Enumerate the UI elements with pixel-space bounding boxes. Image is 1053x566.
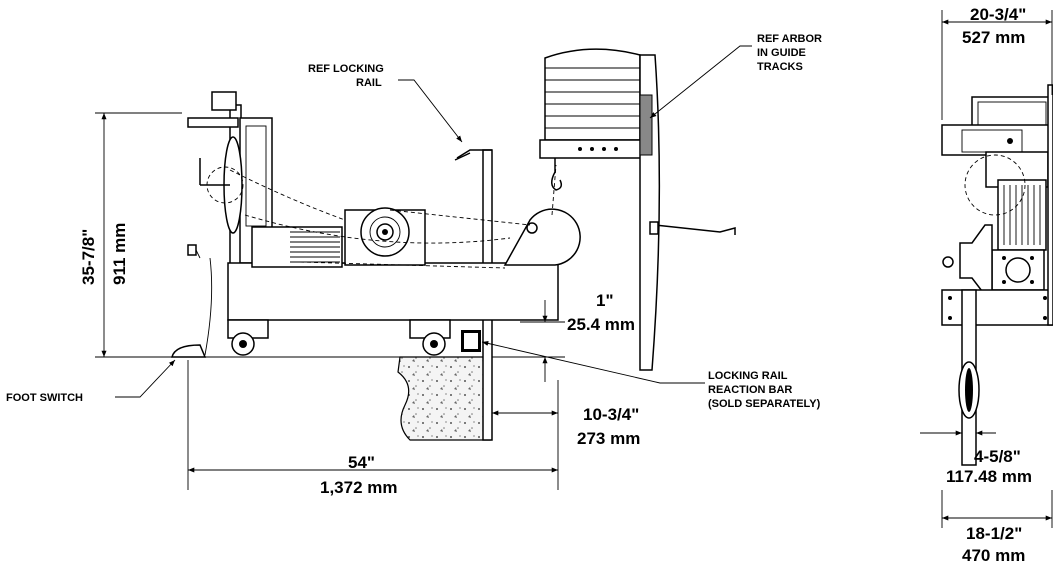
arbor: [539, 48, 653, 191]
side-width-top-metric-label: 527 mm: [962, 28, 1025, 47]
side-width-bottom-metric-label: 470 mm: [962, 546, 1025, 565]
base-platform: [227, 262, 559, 321]
callout-foot-switch: FOOT SWITCH: [6, 344, 207, 404]
length-metric-label: 1,372 mm: [320, 478, 398, 497]
concrete-floor-section: [397, 356, 491, 441]
dimension-gap: 1" 25.4 mm: [520, 291, 635, 382]
cable-drum: [503, 208, 581, 266]
foot-switch-pedal: [171, 344, 207, 358]
gap-imperial-label: 1": [596, 291, 614, 310]
dimension-side-width-bottom: 18-1/2" 470 mm: [941, 490, 1053, 565]
side-offset-metric-label: 117.48 mm: [946, 467, 1032, 486]
side-width-top-imperial-label: 20-3/4": [970, 5, 1026, 24]
caster-wheels: [227, 319, 451, 356]
dimension-offset: 10-3/4" 273 mm: [491, 380, 640, 470]
callout-ref-arbor-line3: TRACKS: [757, 61, 803, 73]
winch-end-view: [941, 84, 1053, 466]
dimension-height: 35-7/8" 911 mm: [79, 112, 182, 358]
callout-reaction-bar: LOCKING RAIL REACTION BAR (SOLD SEPARATE…: [481, 340, 821, 410]
offset-metric-label: 273 mm: [577, 429, 640, 448]
height-metric-label: 911 mm: [110, 223, 129, 285]
length-imperial-label: 54": [348, 453, 375, 472]
offset-imperial-label: 10-3/4": [583, 405, 639, 424]
callout-foot-switch-line1: FOOT SWITCH: [6, 392, 83, 404]
callout-reaction-bar-line3: (SOLD SEPARATELY): [708, 398, 821, 410]
height-imperial-label: 35-7/8": [79, 229, 98, 285]
callout-ref-locking-rail: REF LOCKING RAIL: [308, 63, 463, 143]
gap-metric-label: 25.4 mm: [567, 315, 635, 334]
callout-ref-arbor: REF ARBOR IN GUIDE TRACKS: [649, 33, 822, 119]
callout-reaction-bar-line1: LOCKING RAIL: [708, 370, 788, 382]
side-width-bottom-imperial-label: 18-1/2": [966, 524, 1022, 543]
dimension-side-offset: 4-5/8" 117.48 mm: [920, 420, 1032, 486]
winch-side-view: [95, 48, 736, 441]
dimension-length: 54" 1,372 mm: [187, 360, 559, 497]
callout-ref-arbor-line2: IN GUIDE: [757, 47, 806, 59]
callout-ref-arbor-line1: REF ARBOR: [757, 33, 822, 45]
callout-reaction-bar-line2: REACTION BAR: [708, 384, 792, 396]
side-offset-imperial-label: 4-5/8": [974, 447, 1021, 466]
callout-ref-locking-rail-line1: REF LOCKING: [308, 63, 384, 75]
callout-ref-locking-rail-line2: RAIL: [356, 77, 382, 89]
dimension-side-width-top: 20-3/4" 527 mm: [941, 5, 1053, 120]
